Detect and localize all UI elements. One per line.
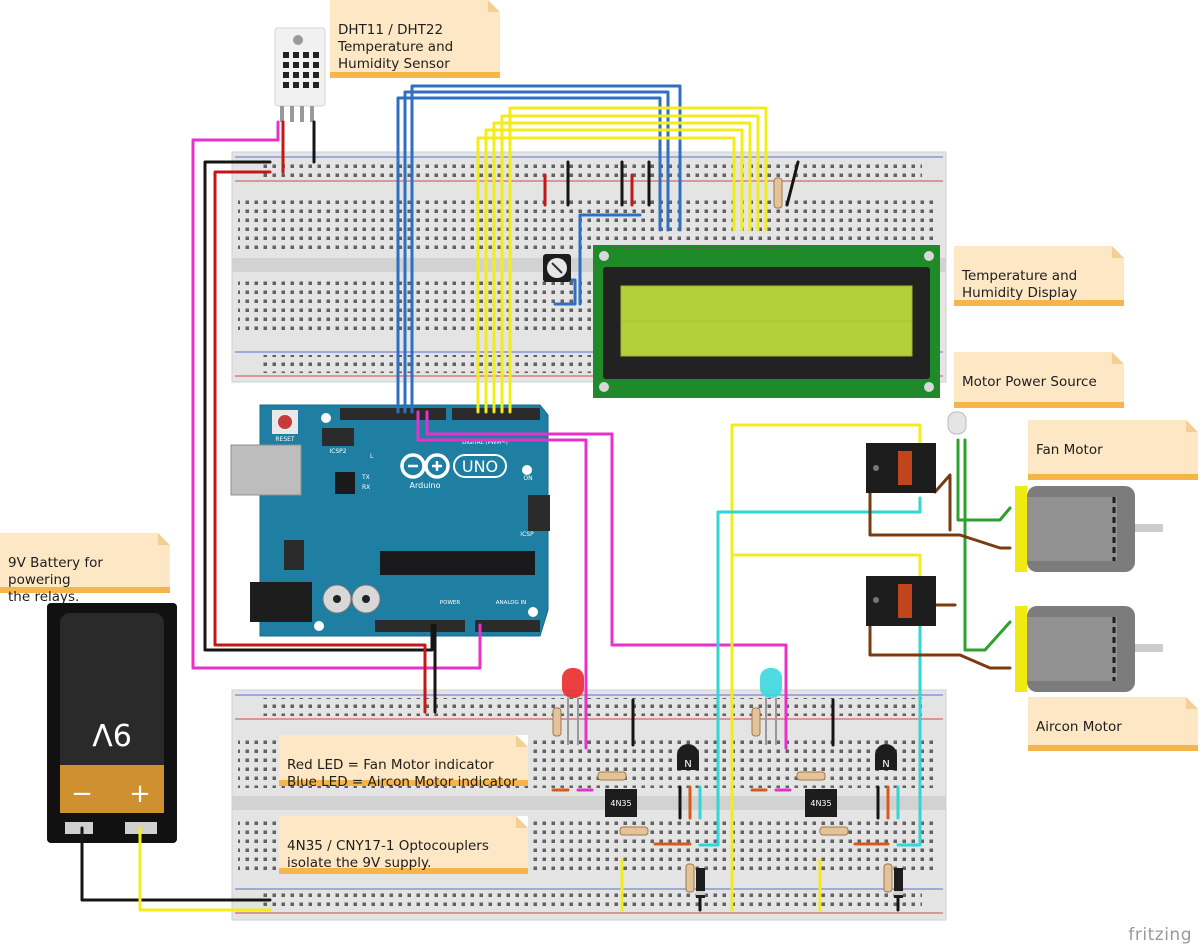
potentiometer — [543, 254, 571, 282]
opto-2-label: 4N35 — [810, 799, 831, 808]
power-label: POWER — [440, 600, 461, 606]
relay-1 — [866, 443, 936, 493]
arduino-brand: UNO — [462, 457, 498, 476]
optocoupler-2: 4N35 — [805, 789, 837, 817]
analog-label: ANALOG IN — [496, 600, 527, 606]
note-fan-motor: Fan Motor — [1028, 420, 1198, 480]
relay-2 — [866, 576, 936, 626]
arduino-sub: Arduino — [410, 481, 441, 490]
dht-sensor — [274, 27, 326, 122]
l-label: L — [370, 453, 374, 460]
transistor-2-label: N — [882, 759, 889, 770]
aircon-motor — [1015, 606, 1163, 692]
transistor-2: N — [875, 744, 897, 770]
note-sensor: DHT11 / DHT22 Temperature and Humidity S… — [330, 0, 500, 78]
arduino-uno: UNO Arduino RESET ICSP2 ICSP ON L TX RX … — [230, 404, 550, 637]
tx-label: TX — [361, 474, 370, 481]
rx-label: RX — [362, 484, 370, 491]
battery-minus: − — [71, 779, 93, 809]
led-white — [947, 411, 967, 435]
note-display: Temperature and Humidity Display — [954, 246, 1124, 306]
transistor-1-label: N — [684, 759, 691, 770]
note-battery: 9V Battery for powering the relays. — [0, 533, 170, 605]
on-label: ON — [523, 475, 532, 482]
diodes — [696, 868, 903, 898]
wires — [80, 84, 1012, 912]
opto-1-label: 4N35 — [610, 799, 631, 808]
battery-plus: + — [129, 779, 151, 809]
digital-label: DIGITAL (PWM~) — [462, 440, 508, 446]
battery-voltage-label: 9V — [92, 716, 132, 751]
fritzing-logo: fritzing — [1128, 925, 1192, 945]
resistors — [552, 177, 893, 893]
transistor-1: N — [677, 744, 699, 770]
reset-label: RESET — [275, 436, 295, 443]
led-blue — [760, 668, 782, 745]
battery-9v: 9V − + — [47, 603, 177, 843]
icsp2-label: ICSP2 — [329, 448, 346, 455]
note-aircon-motor: Aircon Motor — [1028, 697, 1198, 751]
led-red — [562, 668, 584, 745]
note-motor-power: Motor Power Source — [954, 352, 1124, 408]
note-leds: Red LED = Fan Motor indicator Blue LED =… — [279, 735, 528, 790]
icsp-label: ICSP — [520, 531, 534, 538]
lcd-display — [593, 245, 940, 398]
optocoupler-1: 4N35 — [605, 789, 637, 817]
fan-motor — [1015, 486, 1163, 572]
note-optocouplers: 4N35 / CNY17-1 Optocouplers isolate the … — [279, 816, 528, 874]
